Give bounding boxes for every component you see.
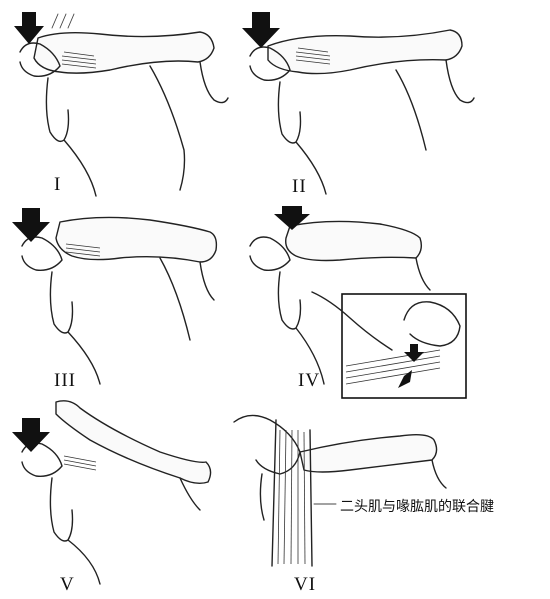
- panel-2-label: II: [292, 176, 307, 198]
- panel-6-tendon-fibers: [278, 430, 305, 564]
- panel-4-label: IV: [298, 370, 320, 392]
- panel-3-acromion: [22, 237, 62, 270]
- panel-5-scapula: [50, 478, 200, 584]
- panel-6-clavicle: [300, 435, 437, 472]
- panel-2-downward-arrow: [242, 12, 280, 48]
- panel-6-acromion: [234, 415, 300, 474]
- panel-4-clavicle: [286, 221, 422, 260]
- panel-3-label: III: [54, 370, 76, 392]
- panel-1-clavicle: [34, 32, 214, 73]
- panel-2-illustration: [242, 12, 474, 194]
- panel-5-illustration: [12, 401, 211, 584]
- panel-3-clavicle: [56, 217, 216, 262]
- panel-5-ligament-fibers: [64, 456, 96, 470]
- panel-1-label: I: [54, 174, 61, 196]
- panel-1-illustration: [14, 12, 228, 196]
- panel-5-label: V: [60, 574, 75, 596]
- panel-3-downward-arrow: [12, 208, 50, 242]
- panel-4-illustration: [250, 206, 466, 398]
- panel-5-downward-arrow: [12, 418, 50, 452]
- panel-5-clavicle: [56, 401, 211, 483]
- panel-6-label: VI: [294, 574, 316, 596]
- panel-3-scapula: [50, 258, 214, 384]
- panel-3-illustration: [12, 208, 216, 384]
- panel-1-scapula: [46, 62, 228, 196]
- panel-1-small-arrows: [52, 14, 74, 28]
- panel-2-scapula: [278, 60, 474, 194]
- panel-4-acromion: [250, 237, 290, 270]
- conjoint-tendon-annotation: 二头肌与喙肱肌的联合腱: [340, 496, 494, 516]
- panel-6-illustration: [234, 415, 446, 566]
